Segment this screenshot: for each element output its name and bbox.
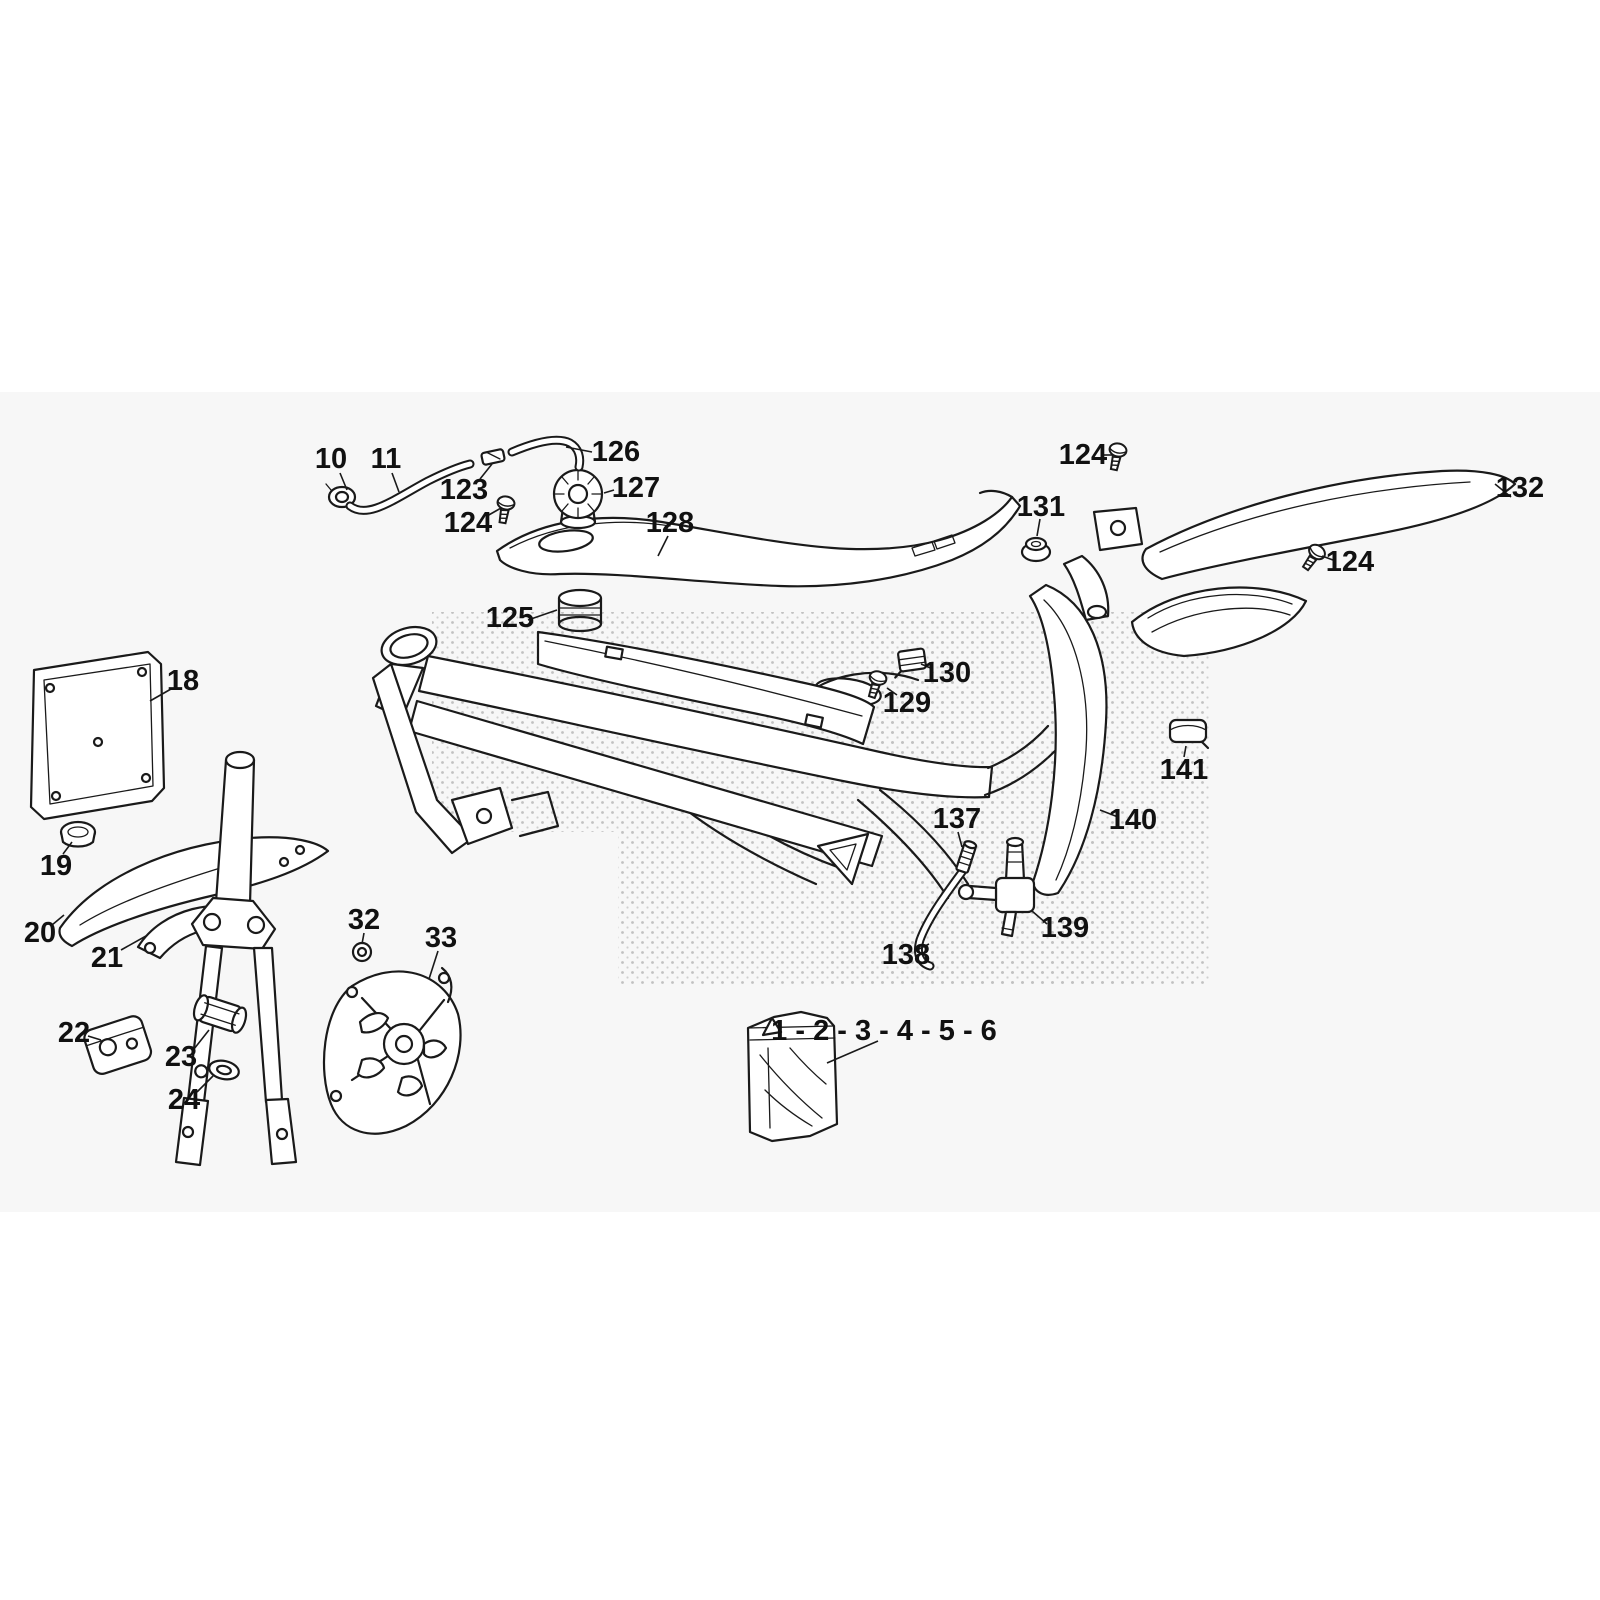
part-label-123: 123 [440, 474, 488, 506]
part-label-24: 24 [168, 1084, 200, 1116]
clamp-23 [192, 994, 248, 1034]
clip-130 [894, 647, 927, 679]
fork-assembly [174, 750, 298, 1167]
axle-bracket-22 [83, 1015, 153, 1075]
part-label-23: 23 [165, 1041, 197, 1073]
leader-line-20 [51, 914, 65, 926]
part-label-124: 124 [1059, 439, 1107, 471]
fuel-fitting-137 [955, 840, 978, 874]
part-label-124: 124 [1326, 546, 1374, 578]
leader-line-32 [361, 932, 365, 945]
fuel-hose-138 [913, 867, 967, 971]
leader-line-132 [1494, 483, 1512, 498]
number-plate [29, 650, 166, 821]
leader-line-124 [486, 507, 502, 517]
grommet-131 [1020, 536, 1052, 563]
part-label-21: 21 [91, 942, 123, 974]
leader-line-18 [149, 688, 172, 702]
part-label-129: 129 [883, 687, 931, 719]
part-label-33: 33 [425, 922, 457, 954]
breather-hose [345, 459, 475, 515]
vent-hose [507, 435, 585, 472]
part-label-131: 131 [1017, 491, 1065, 523]
leader-line-140 [1099, 809, 1119, 818]
leader-line-23 [193, 1029, 210, 1050]
fuel-tank [536, 588, 876, 746]
leader-line-123 [479, 463, 493, 480]
leader-line-24 [196, 1075, 214, 1093]
hose-fitting [480, 448, 506, 466]
tank-cover-panel [495, 489, 1022, 588]
clamp-24 [194, 1059, 240, 1081]
part-label-124: 124 [444, 507, 492, 539]
rubber-cap-19 [59, 820, 97, 848]
part-label-125: 125 [486, 602, 534, 634]
leader-line-130 [920, 663, 934, 670]
part-label-127: 127 [612, 472, 660, 504]
clamp-141 [1168, 718, 1210, 750]
part-label-137: 137 [933, 803, 981, 835]
parts-kit-bag [746, 1010, 839, 1143]
leader-line-127 [603, 489, 615, 494]
leader-line-21 [120, 935, 147, 951]
part-label-18: 18 [167, 665, 199, 697]
leader-line-125 [527, 609, 558, 621]
leader-line-131 [1036, 518, 1041, 537]
part-label-139: 139 [1041, 912, 1089, 944]
part-label-20: 20 [24, 917, 56, 949]
nut-32 [351, 941, 373, 963]
leader-line-10 [339, 472, 348, 491]
part-label-126: 126 [592, 436, 640, 468]
side-panel [1028, 583, 1108, 896]
part-label-140: 140 [1109, 804, 1157, 836]
leader-line-138 [918, 943, 930, 950]
leader-line-33 [428, 950, 439, 980]
leader-line-22 [87, 1035, 102, 1041]
part-label-132: 132 [1496, 472, 1544, 504]
leader-line-126 [565, 446, 593, 453]
part-label-22: 22 [58, 1017, 90, 1049]
leader-line-128 [657, 535, 669, 557]
leader-line-129 [886, 687, 898, 696]
rear-fender [1062, 469, 1517, 658]
part-label-10: 10 [315, 443, 347, 475]
part-label-130: 130 [923, 657, 971, 689]
part-label-32: 32 [348, 904, 380, 936]
leader-line-1-2-3-4-5-6 [826, 1040, 879, 1064]
disc-guard [322, 966, 462, 1135]
leader-line-11 [391, 472, 400, 493]
fuel-cap [552, 468, 604, 530]
part-label-1-2-3-4-5-6: 1 - 2 - 3 - 4 - 5 - 6 [771, 1015, 997, 1047]
leader-line-141 [1183, 745, 1187, 758]
part-label-19: 19 [40, 850, 72, 882]
leader-line-139 [1031, 910, 1048, 925]
leader-line-124 [1321, 555, 1334, 561]
leader-line-137 [957, 831, 963, 848]
leader-line-19 [62, 841, 73, 855]
part-label-11: 11 [371, 443, 402, 475]
part-label-141: 141 [1160, 754, 1208, 786]
part-label-128: 128 [646, 507, 694, 539]
fuel-tap-139 [957, 836, 1036, 938]
frame [371, 625, 1058, 900]
part-label-138: 138 [882, 939, 930, 971]
